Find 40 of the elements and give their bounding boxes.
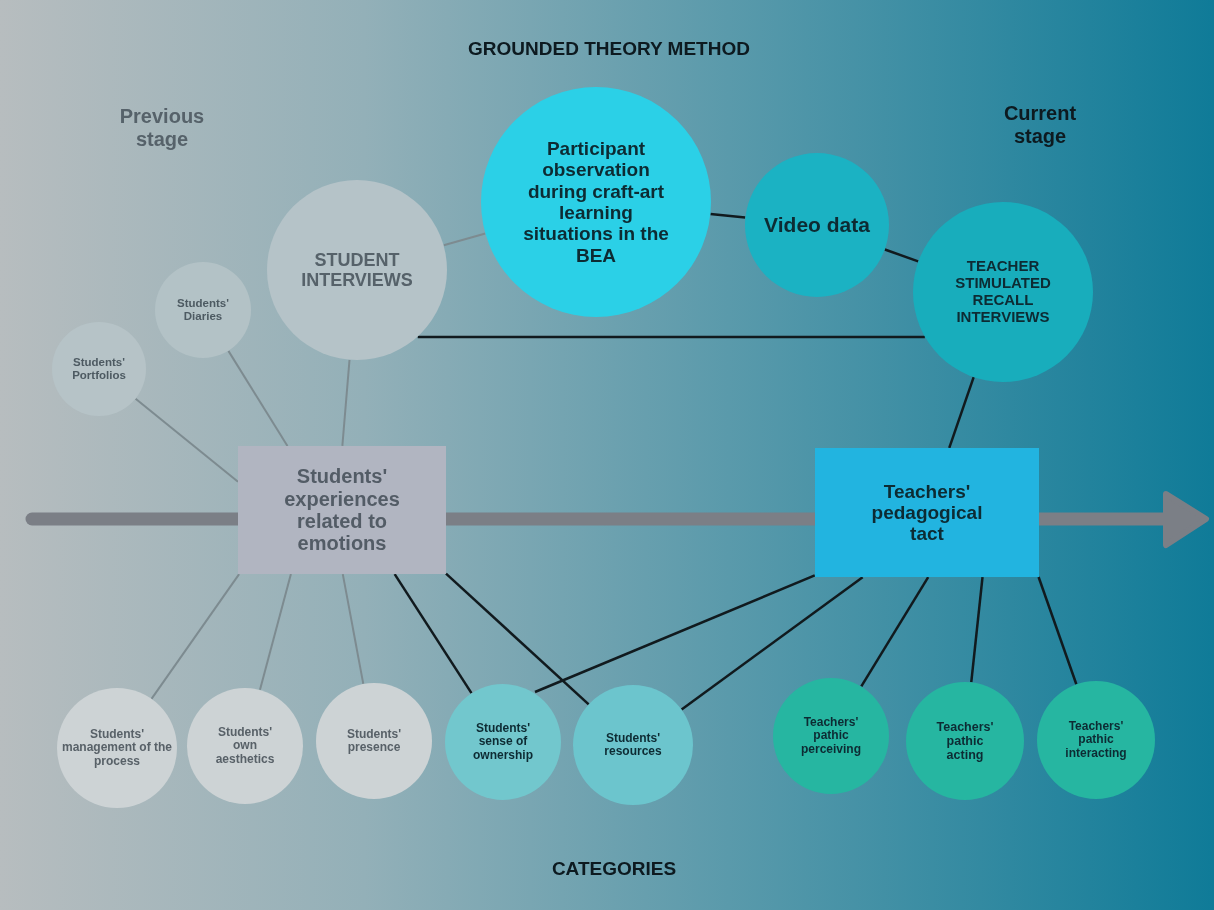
connector-line: [710, 212, 746, 219]
category-box: [815, 448, 1039, 577]
connector-line: [1037, 576, 1078, 685]
node-text: Participant observation during craft-art learning situations in the BEA: [522, 138, 670, 266]
node-text: Video data: [764, 213, 870, 237]
node-text: Students' Diaries: [176, 297, 230, 323]
connector-line: [259, 573, 292, 691]
connector-line: [445, 572, 590, 706]
node-text: Students' presence: [345, 727, 403, 755]
node-text: Students' management of the process: [61, 727, 173, 769]
connector-line: [860, 576, 930, 688]
node-text: Teachers' pathic perceiving: [800, 715, 862, 757]
connector-line: [341, 573, 365, 685]
connector-line: [341, 358, 351, 447]
connector-line: [948, 376, 975, 449]
connector-line: [417, 335, 925, 339]
connector-line: [393, 573, 473, 694]
stage-label: CATEGORIES: [550, 858, 678, 880]
connector-line: [534, 574, 816, 694]
connector-line: [970, 576, 984, 683]
connector-line: [227, 349, 289, 447]
category-box: [238, 446, 446, 574]
connector-line: [680, 576, 864, 711]
diagram-title: GROUNDED THEORY METHOD: [468, 38, 750, 60]
connector-line: [442, 232, 487, 247]
node-text: Students' own aesthetics: [214, 725, 276, 767]
node-text: Students' resources: [603, 731, 663, 759]
node-text: Teachers' pathic interacting: [1064, 719, 1128, 761]
node-text: STUDENT INTERVIEWS: [300, 249, 414, 291]
node-text: Teachers' pedagogical tact: [870, 480, 984, 545]
stage-label: Current stage: [1002, 102, 1078, 148]
connector-line: [150, 573, 241, 700]
node-text: Students' Portfolios: [71, 356, 127, 382]
stage-label: Previous stage: [118, 105, 206, 151]
node-text: Students' sense of ownership: [472, 721, 534, 763]
connector-line: [884, 248, 919, 263]
connector-line: [134, 397, 239, 483]
node-text: Teachers' pathic acting: [935, 720, 995, 762]
node-text: Students' experiences related to emotions: [283, 465, 401, 555]
node-text: TEACHER STIMULATED RECALL INTERVIEWS: [954, 258, 1052, 326]
